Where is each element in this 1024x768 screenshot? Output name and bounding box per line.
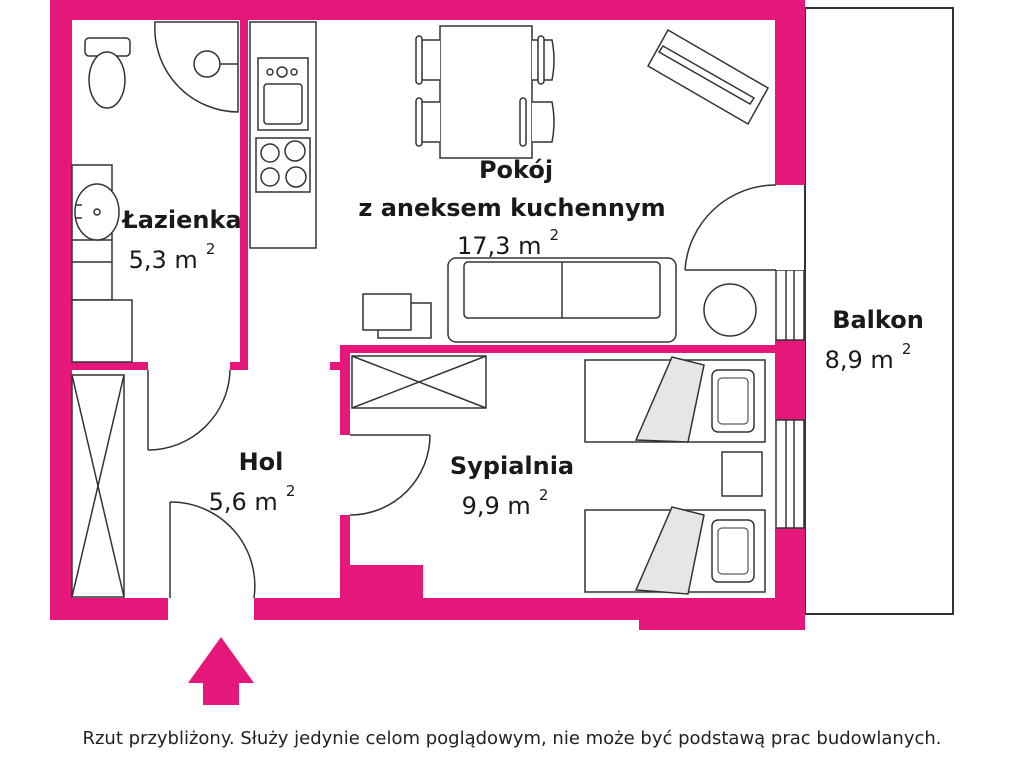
nightstand — [721, 451, 763, 497]
kitchen-counter — [249, 21, 317, 249]
lazienka-name: Łazienka — [120, 206, 241, 234]
dining-table — [439, 25, 533, 159]
balcony-outline — [804, 7, 954, 615]
outer-walls — [50, 0, 805, 630]
kitchen-sink-icon — [257, 57, 309, 131]
chair-icon — [415, 35, 555, 147]
interior-walls — [72, 20, 775, 605]
windows — [775, 185, 805, 529]
sink-icon — [71, 164, 120, 301]
pokoj-name-line1: Pokój — [479, 156, 553, 184]
sypialnia-name: Sypialnia — [450, 452, 574, 480]
round-table — [703, 283, 757, 337]
tv-unit — [646, 28, 770, 126]
stove-icon — [255, 137, 311, 193]
doors — [147, 184, 777, 599]
hol-name: Hol — [239, 448, 284, 476]
side-table — [362, 293, 432, 339]
sofa-icon — [447, 257, 677, 343]
washing-machine-icon — [71, 299, 133, 363]
disclaimer-text: Rzut przybliżony. Służy jedynie celom po… — [82, 728, 942, 749]
balkon-name: Balkon — [832, 306, 924, 334]
pokoj-name-line2: z aneksem kuchennym — [358, 194, 665, 222]
wardrobe-icon — [71, 374, 125, 598]
toilet-icon — [84, 37, 131, 109]
bed-icon — [584, 356, 766, 595]
floor-plan: Łazienka 5,3 m2 Pokój z aneksem kuchenny… — [50, 0, 954, 705]
entrance-arrow-icon — [188, 637, 254, 705]
shower-icon — [154, 21, 239, 113]
bedroom-wardrobe-icon — [351, 355, 487, 409]
